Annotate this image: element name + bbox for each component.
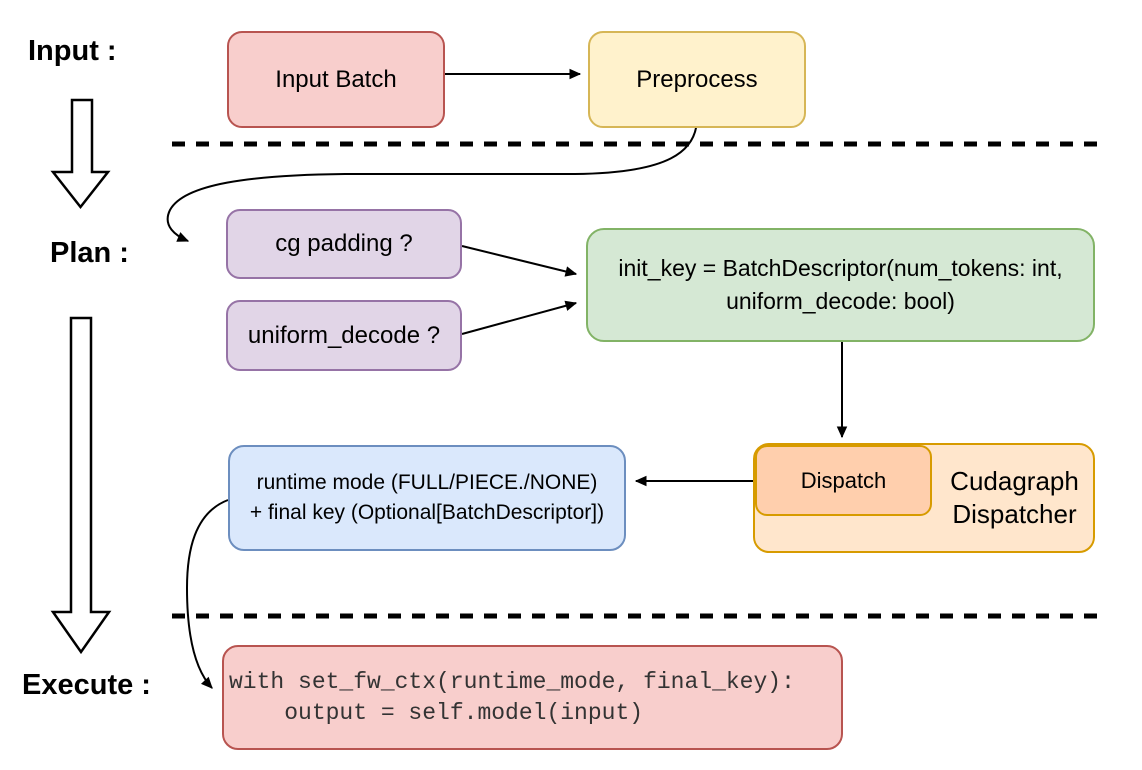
node-runtime-mode: runtime mode (FULL/PIECE./NONE) + final … <box>228 445 626 551</box>
node-preprocess-label: Preprocess <box>636 65 758 93</box>
flow-arrow-input-to-plan <box>50 98 111 210</box>
node-cg-padding: cg padding ? <box>226 209 462 279</box>
arrow-uniform-decode-to-init-key <box>461 300 578 335</box>
node-dispatch-label: Dispatch <box>800 467 887 493</box>
section-label-input: Input : <box>28 35 117 67</box>
node-uniform-decode: uniform_decode ? <box>226 300 462 371</box>
node-init-key: init_key = BatchDescriptor(num_tokens: i… <box>586 228 1095 342</box>
cudagraph-label-line2: Dispatcher <box>952 499 1077 529</box>
flow-arrow-plan-to-execute <box>50 316 112 655</box>
node-init-key-line2: uniform_decode: bool) <box>726 288 955 314</box>
node-dispatch: Dispatch <box>755 445 932 516</box>
node-runtime-mode-line2: + final key (Optional[BatchDescriptor]) <box>249 501 605 524</box>
node-uniform-decode-label: uniform_decode ? <box>247 321 441 349</box>
arrow-preprocess-to-cg-padding <box>166 117 698 242</box>
node-input-batch-label: Input Batch <box>275 65 397 93</box>
node-cg-padding-label: cg padding ? <box>275 230 413 258</box>
node-runtime-mode-line1: runtime mode (FULL/PIECE./NONE) <box>256 471 598 494</box>
cudagraph-label-line1: Cudagraph <box>950 466 1079 496</box>
node-input-batch: Input Batch <box>227 31 445 128</box>
execute-code-line1: with set_fw_ctx(runtime_mode, final_key)… <box>229 668 795 695</box>
section-label-plan: Plan : <box>50 237 129 269</box>
section-label-execute: Execute : <box>22 669 151 701</box>
arrow-runtime-mode-to-execute-code <box>185 499 229 689</box>
node-preprocess: Preprocess <box>588 31 806 128</box>
node-execute-code: with set_fw_ctx(runtime_mode, final_key)… <box>222 645 843 750</box>
node-cudagraph-dispatcher-label: Cudagraph Dispatcher <box>934 443 1095 553</box>
node-init-key-line1: init_key = BatchDescriptor(num_tokens: i… <box>618 255 1063 281</box>
arrow-cg-padding-to-init-key <box>461 245 578 277</box>
execute-code-line2: output = self.model(input) <box>229 699 644 726</box>
